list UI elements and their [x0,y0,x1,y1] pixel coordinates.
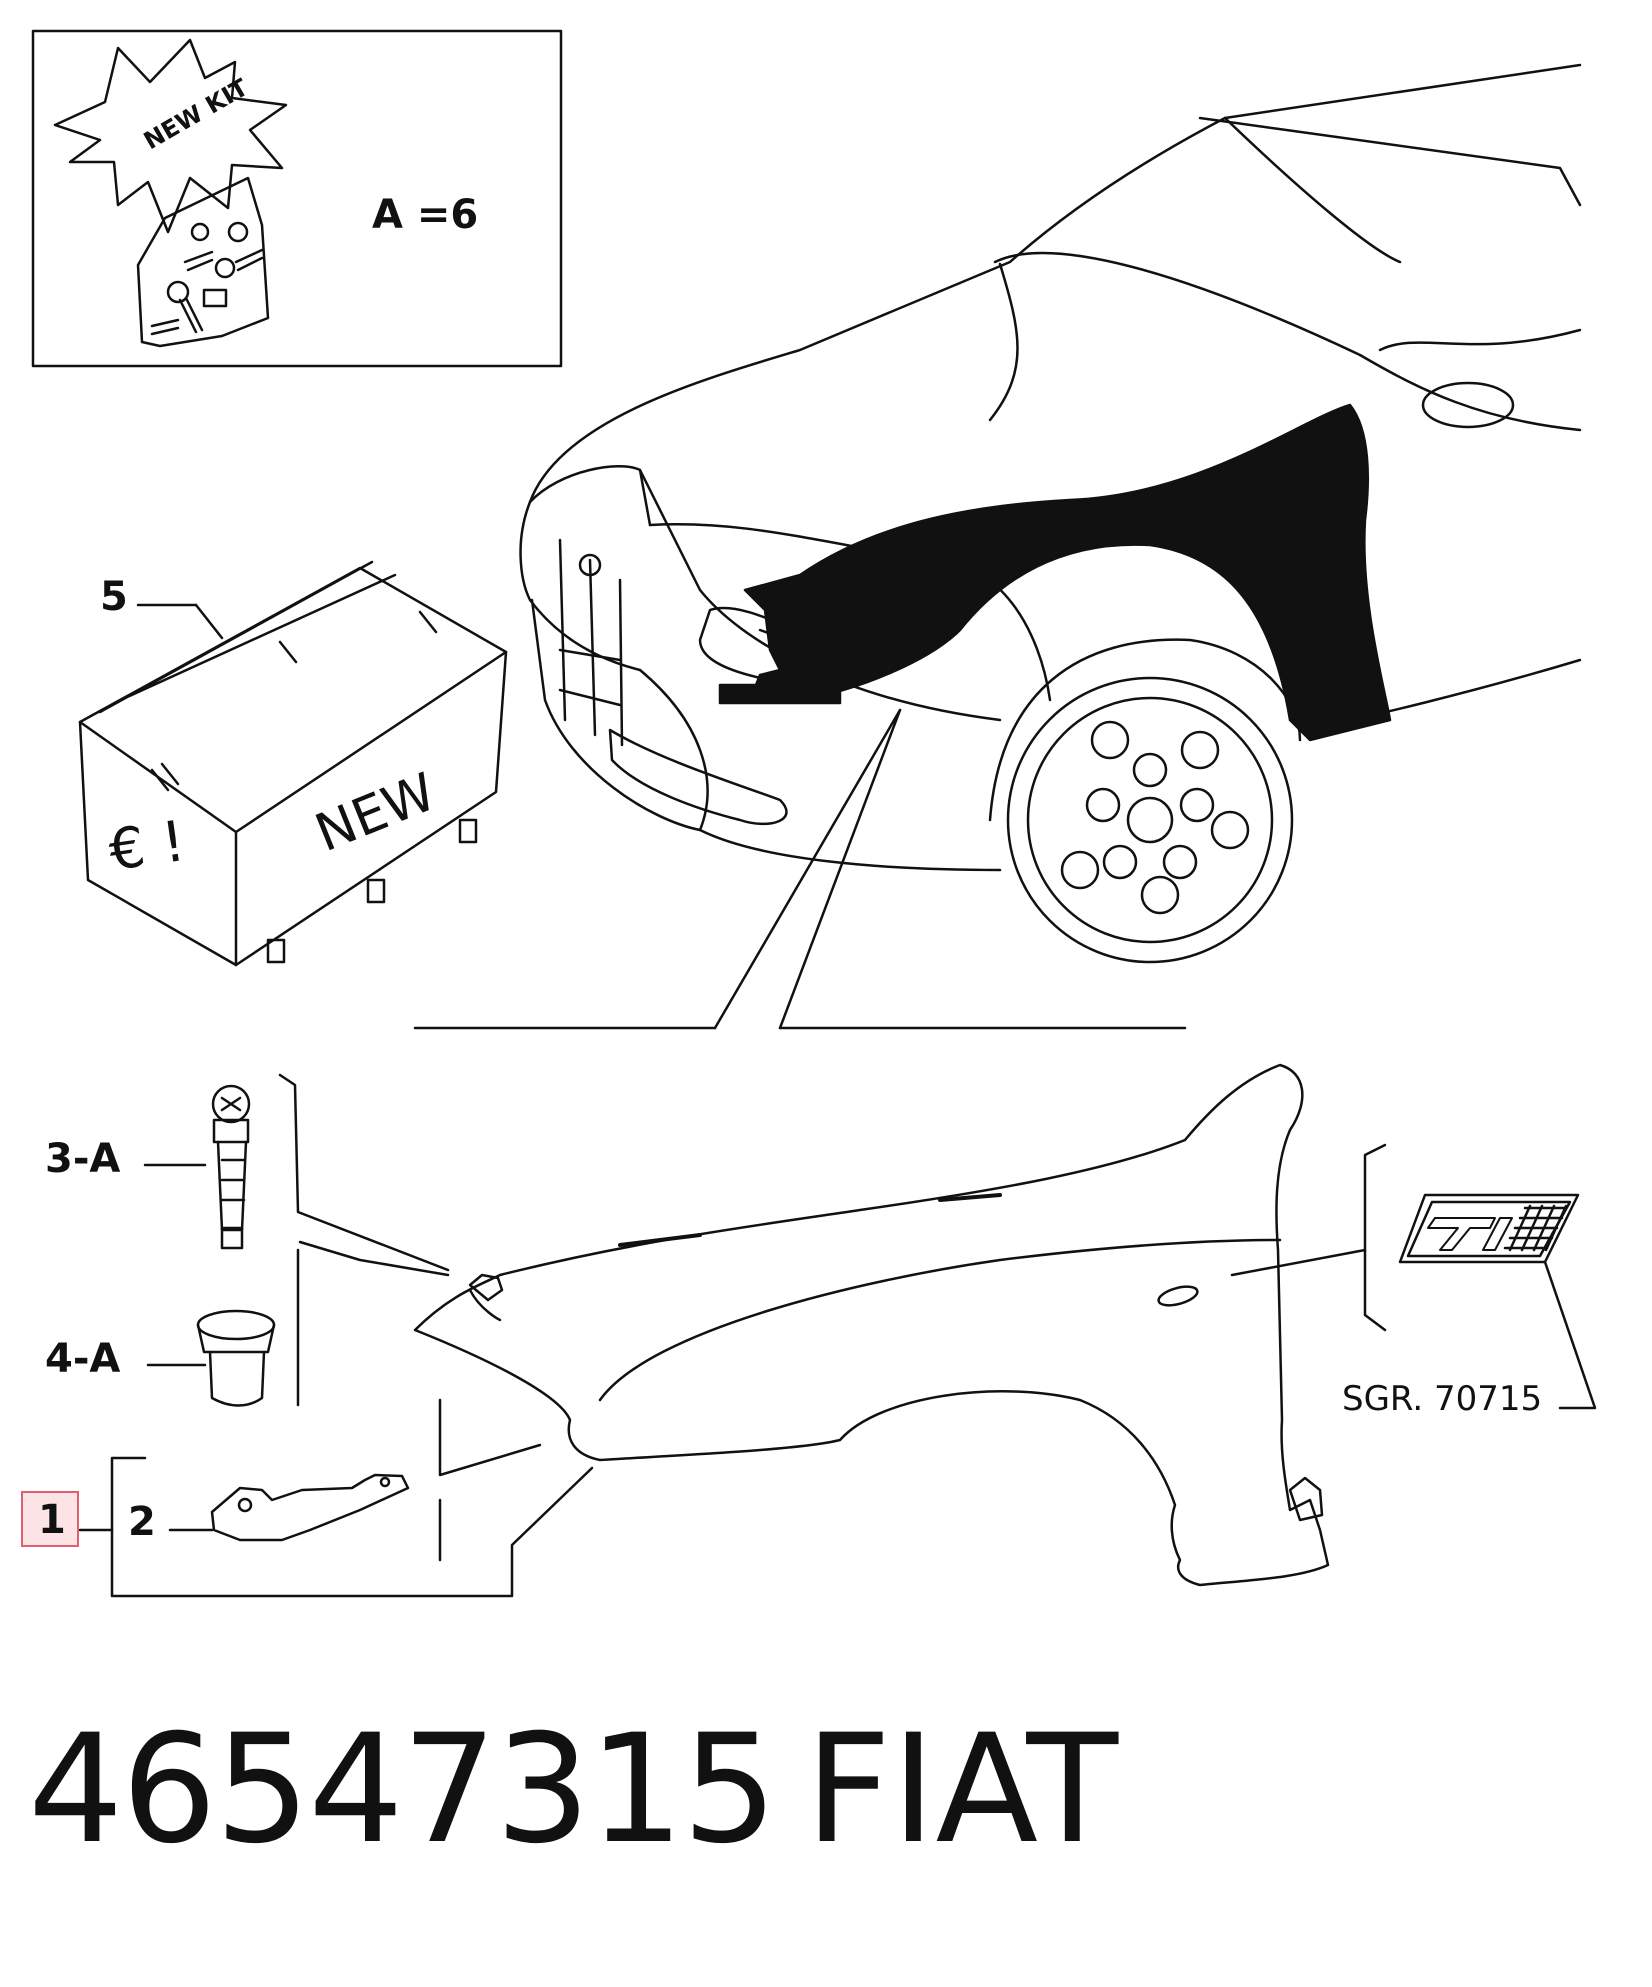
crate-icon [78,560,508,967]
new-kit-badge-text: NEW KIT [139,73,253,155]
callout-4a[interactable]: 4-A [45,1336,120,1382]
side-repeater-hole [1157,1285,1199,1307]
callout-3a[interactable]: 3-A [45,1136,120,1182]
kit-quantity-label: A =6 [372,192,478,238]
kit-bolt-icons [150,221,264,336]
callout-1[interactable]: 1 [38,1497,66,1543]
footer-brand: FIAT [805,1703,1119,1877]
car-leader-left [713,708,902,1030]
bracket-part-2-icon [210,1473,410,1542]
callout-2[interactable]: 2 [128,1499,156,1545]
crate-side-text: NEW [307,762,444,864]
fender-panel [413,1063,1330,1587]
callout-5[interactable]: 5 [100,574,128,620]
callout-sgr-ref[interactable]: SGR. 70715 [1342,1379,1542,1419]
footer-part-number: 46547315 [28,1703,777,1877]
leader-sgr [1543,1260,1597,1410]
callout-1-highlight[interactable] [21,1491,79,1547]
fender-bracket-on-car [718,683,842,705]
fender-top-clip [468,1273,504,1302]
kit-inset-frame [31,29,563,368]
fender-highlight-on-car [743,403,1392,742]
crate-front-text: € ! [105,809,189,884]
car-front-illustration [519,63,1582,964]
hardware-bag-icon [136,176,270,348]
new-kit-starburst-icon [53,38,288,234]
group-bracket-1 [110,1456,594,1598]
ti-badge-icon [1398,1193,1580,1264]
grommet-4a-icon [196,1309,276,1407]
clip-3a-icon [211,1084,251,1250]
car-leader-right [778,708,902,1030]
